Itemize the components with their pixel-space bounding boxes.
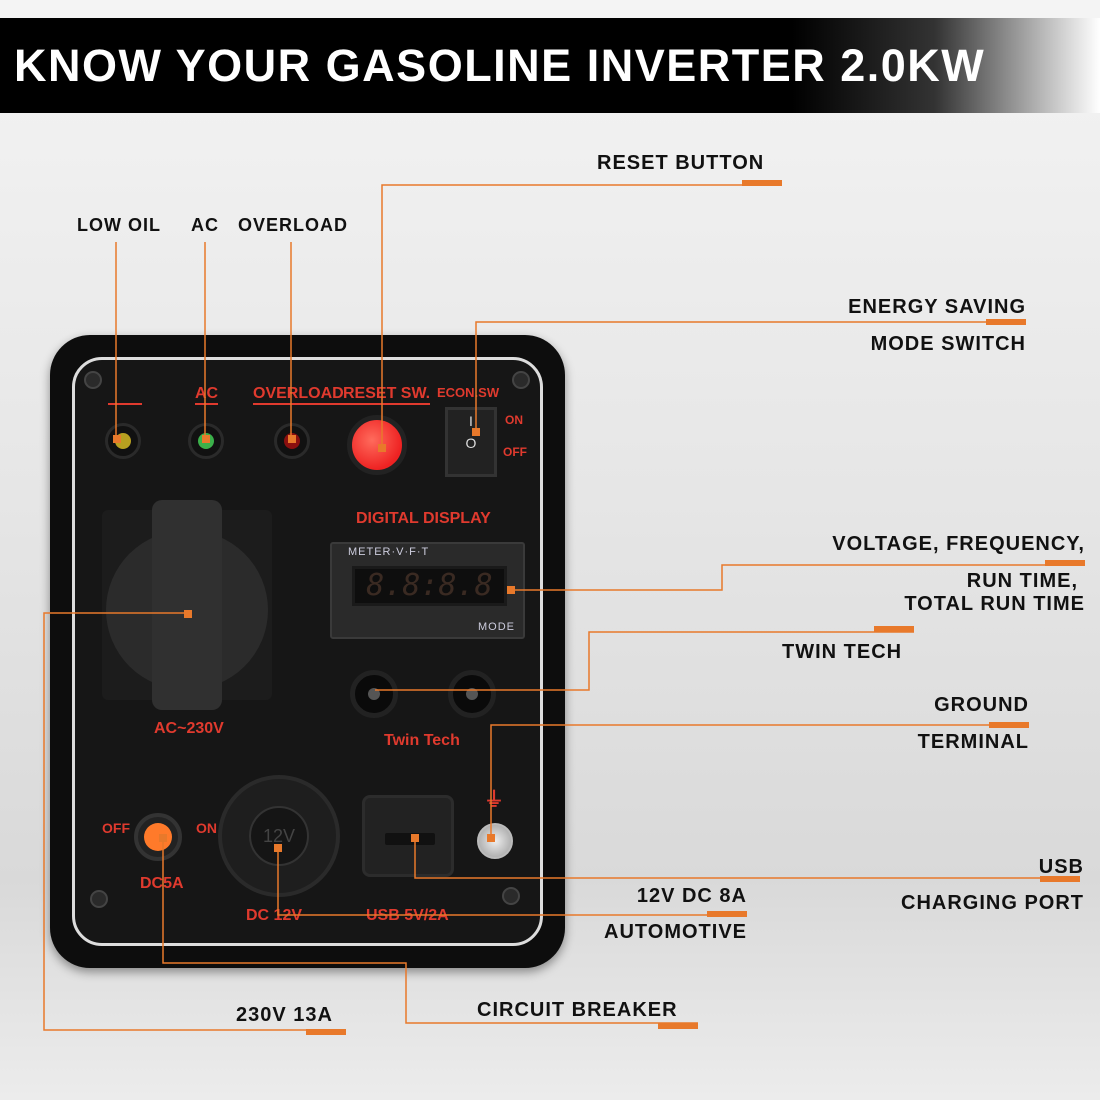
dc-12v-socket[interactable]: 12V [218,775,340,897]
panel-label-dc12v: DC 12V [246,907,303,924]
panel-label-twin-tech: Twin Tech [384,732,460,749]
callout-circuit-breaker: CIRCUIT BREAKER [477,999,678,1021]
ground-terminal[interactable] [477,823,513,859]
econ-switch[interactable]: I O [445,407,497,477]
meter-caption: METER·V·F·T [348,546,430,558]
panel-label-econ: ECON.SW [437,385,500,400]
reset-button[interactable] [347,415,407,475]
callout-overload: OVERLOAD [238,215,349,235]
page-title: KNOW YOUR GASOLINE INVERTER 2.0KW [14,40,986,91]
callout-usb: USB [1038,856,1084,878]
panel-label-ac230: AC~230V [154,720,224,737]
twin-tech-jack[interactable] [350,670,398,718]
usb-port[interactable] [362,795,454,877]
callout-low-oil: LOW OIL [77,215,161,235]
ac-socket[interactable] [102,500,272,710]
digital-meter: METER·V·F·T 8.8:8.8 MODE [330,542,525,639]
overload-led [274,423,310,459]
off-symbol: O [465,435,477,451]
circuit-breaker[interactable] [134,813,182,861]
econ-off-label: OFF [503,445,527,459]
mode-button[interactable]: MODE [478,621,515,633]
on-symbol: I [469,413,473,429]
callout-reset-button: RESET BUTTON [597,152,765,174]
header-banner: KNOW YOUR GASOLINE INVERTER 2.0KW [0,18,1100,113]
panel-label-usb: USB 5V/2A [366,907,449,924]
callout-ground: GROUND [934,694,1029,716]
callout-voltage: VOLTAGE, FREQUENCY, [832,533,1085,555]
panel-label-dc5a: DC5A [140,875,184,892]
callout-twin-tech: TWIN TECH [782,641,903,663]
callout-energy-saving: ENERGY SAVING [848,296,1026,318]
twin-tech-jack[interactable] [448,670,496,718]
screw-icon [90,890,108,908]
control-panel: AC OVERLOAD RESET SW. ECON.SW I O ON OFF… [50,335,565,968]
callout-ac: AC [191,215,219,235]
callout-mode-switch: MODE SWITCH [870,333,1026,355]
panel-label-overload: OVERLOAD [253,385,344,405]
oil-can-icon [108,389,142,405]
screw-icon [502,887,520,905]
callout-run-time: RUN TIME, [966,570,1078,592]
callout-terminal: TERMINAL [917,731,1029,753]
callout-ac-socket: 230V 13A [236,1004,333,1026]
ground-symbol-icon: ⏚ [484,789,504,811]
callout-total-run-time: TOTAL RUN TIME [904,593,1085,615]
callout-charging-port: CHARGING PORT [901,892,1084,914]
econ-on-label: ON [505,413,523,427]
breaker-on-label: ON [196,820,217,836]
breaker-off-label: OFF [102,820,130,836]
panel-label-reset: RESET SW. [343,385,431,405]
cig-label: 12V [249,806,309,866]
screw-icon [512,371,530,389]
callout-automotive: AUTOMOTIVE [604,921,747,943]
low-oil-led [105,423,141,459]
screw-icon [84,371,102,389]
panel-label-ac: AC [195,385,219,405]
meter-screen: 8.8:8.8 [352,566,507,606]
callout-12v-dc: 12V DC 8A [636,885,747,907]
ac-led [188,423,224,459]
panel-label-digital-display: DIGITAL DISPLAY [356,510,491,527]
